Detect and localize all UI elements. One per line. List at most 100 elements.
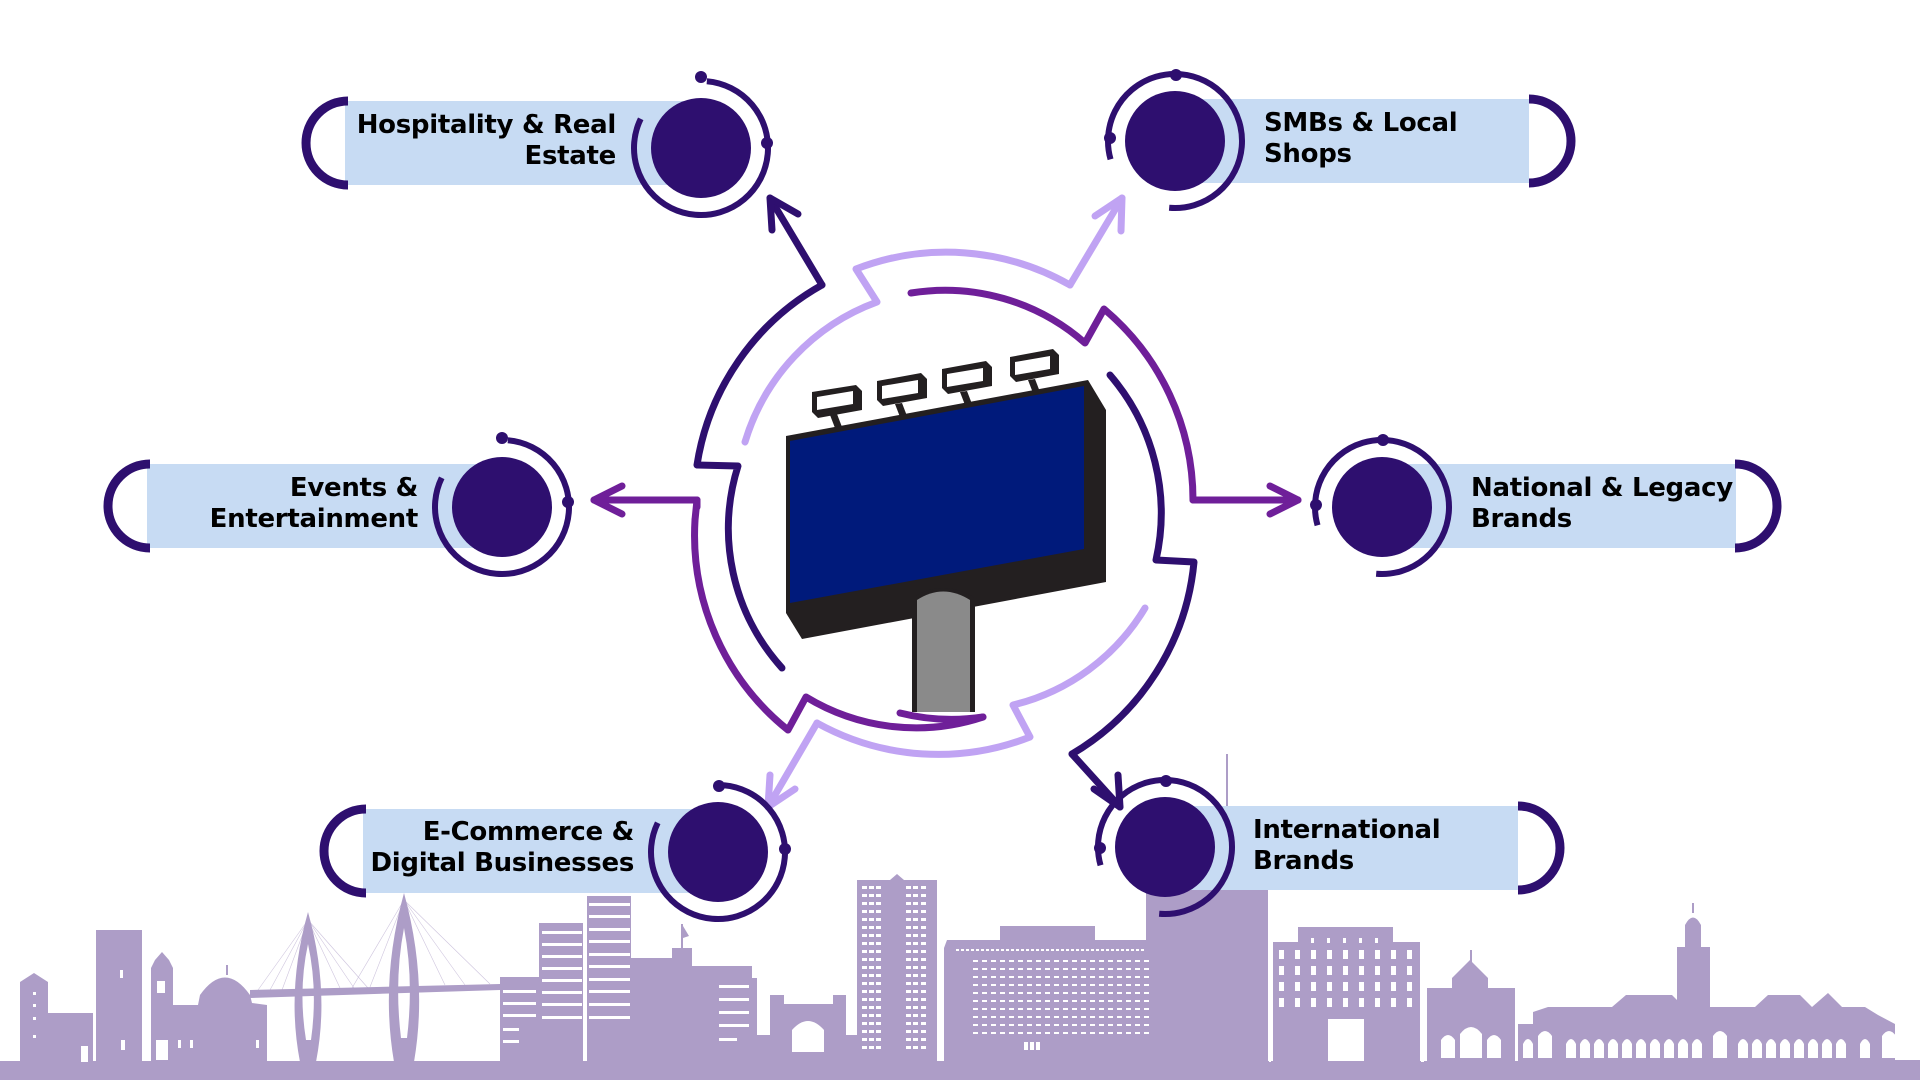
window [1036, 1016, 1041, 1018]
window [1126, 1016, 1131, 1018]
window [876, 950, 881, 953]
node-events[interactable] [103, 432, 575, 580]
window [1117, 984, 1122, 986]
window [1000, 1008, 1005, 1010]
window [1054, 1008, 1059, 1010]
window [1081, 976, 1086, 978]
window [913, 958, 918, 961]
skyline-building [1518, 917, 1895, 1062]
label-events: Events & Entertainment [210, 473, 419, 535]
window [876, 982, 881, 985]
ring-dot [1170, 69, 1182, 81]
skyline-building [96, 930, 142, 1062]
window [906, 902, 911, 905]
window [869, 1014, 874, 1017]
arch-window [1836, 1039, 1846, 1058]
window [906, 974, 911, 977]
window [921, 1030, 926, 1033]
window [982, 1008, 987, 1010]
window [1090, 1000, 1095, 1002]
window [862, 1014, 867, 1017]
window [906, 966, 911, 969]
node-ecommerce[interactable] [319, 779, 791, 924]
window [876, 1038, 881, 1041]
ring-arc-purple-bottom-overlay [896, 709, 987, 723]
window [869, 886, 874, 889]
window [913, 982, 918, 985]
window [1018, 960, 1023, 962]
window [982, 976, 987, 978]
label-line: Shops [1264, 139, 1352, 169]
arch-window [1594, 1039, 1604, 1058]
window [1054, 960, 1059, 962]
window [1108, 984, 1113, 986]
window [1126, 949, 1129, 951]
ring-dot [1310, 499, 1322, 511]
window [1135, 984, 1140, 986]
window [1117, 960, 1122, 962]
label-line: E-Commerce & [422, 817, 635, 847]
window [1054, 992, 1059, 994]
window [966, 949, 969, 951]
window [1000, 992, 1005, 994]
node-circle [668, 802, 768, 902]
node-smbs[interactable] [1102, 68, 1576, 213]
window [1063, 968, 1068, 970]
window [921, 966, 926, 969]
window [1027, 984, 1032, 986]
window [1090, 1008, 1095, 1010]
arch-window [1794, 1039, 1804, 1058]
window [1311, 998, 1316, 1007]
window [1018, 992, 1023, 994]
window [921, 974, 926, 977]
window [921, 1038, 926, 1041]
node-international[interactable] [1092, 774, 1565, 919]
window [1311, 966, 1316, 975]
node-ring [432, 437, 572, 577]
window [1407, 982, 1412, 991]
window [1279, 950, 1284, 959]
window [973, 1000, 978, 1002]
window [1359, 998, 1364, 1007]
window [1327, 966, 1332, 975]
window [876, 926, 881, 929]
window [876, 1046, 881, 1049]
window [1072, 1000, 1077, 1002]
skyline-building [1273, 927, 1420, 1062]
window [1036, 984, 1041, 986]
window [1027, 1000, 1032, 1002]
window [1099, 960, 1104, 962]
window [956, 949, 959, 951]
window [876, 910, 881, 913]
window [1036, 968, 1041, 970]
window [913, 1038, 918, 1041]
window [1327, 998, 1332, 1007]
pill-bracket [301, 96, 349, 190]
window [1072, 968, 1077, 970]
window [1099, 984, 1104, 986]
node-circle [651, 98, 751, 198]
ring-dot [761, 137, 773, 149]
window [913, 974, 918, 977]
window [906, 982, 911, 985]
arch-window [1808, 1039, 1818, 1058]
window [1081, 960, 1086, 962]
window [1063, 1016, 1068, 1018]
window [1036, 976, 1041, 978]
window [1009, 1024, 1014, 1026]
window [982, 984, 987, 986]
window [913, 1030, 918, 1033]
window [1054, 976, 1059, 978]
window [1135, 1016, 1140, 1018]
window [1054, 984, 1059, 986]
label-line: Estate [524, 141, 617, 171]
window [1045, 968, 1050, 970]
arcade-windows [1523, 1031, 1896, 1058]
node-national[interactable] [1309, 434, 1782, 580]
window [1018, 1008, 1023, 1010]
window [1045, 1008, 1050, 1010]
window [906, 886, 911, 889]
arrow-to-national [1189, 482, 1302, 518]
node-hospitality[interactable] [301, 71, 774, 221]
window [1279, 998, 1284, 1007]
